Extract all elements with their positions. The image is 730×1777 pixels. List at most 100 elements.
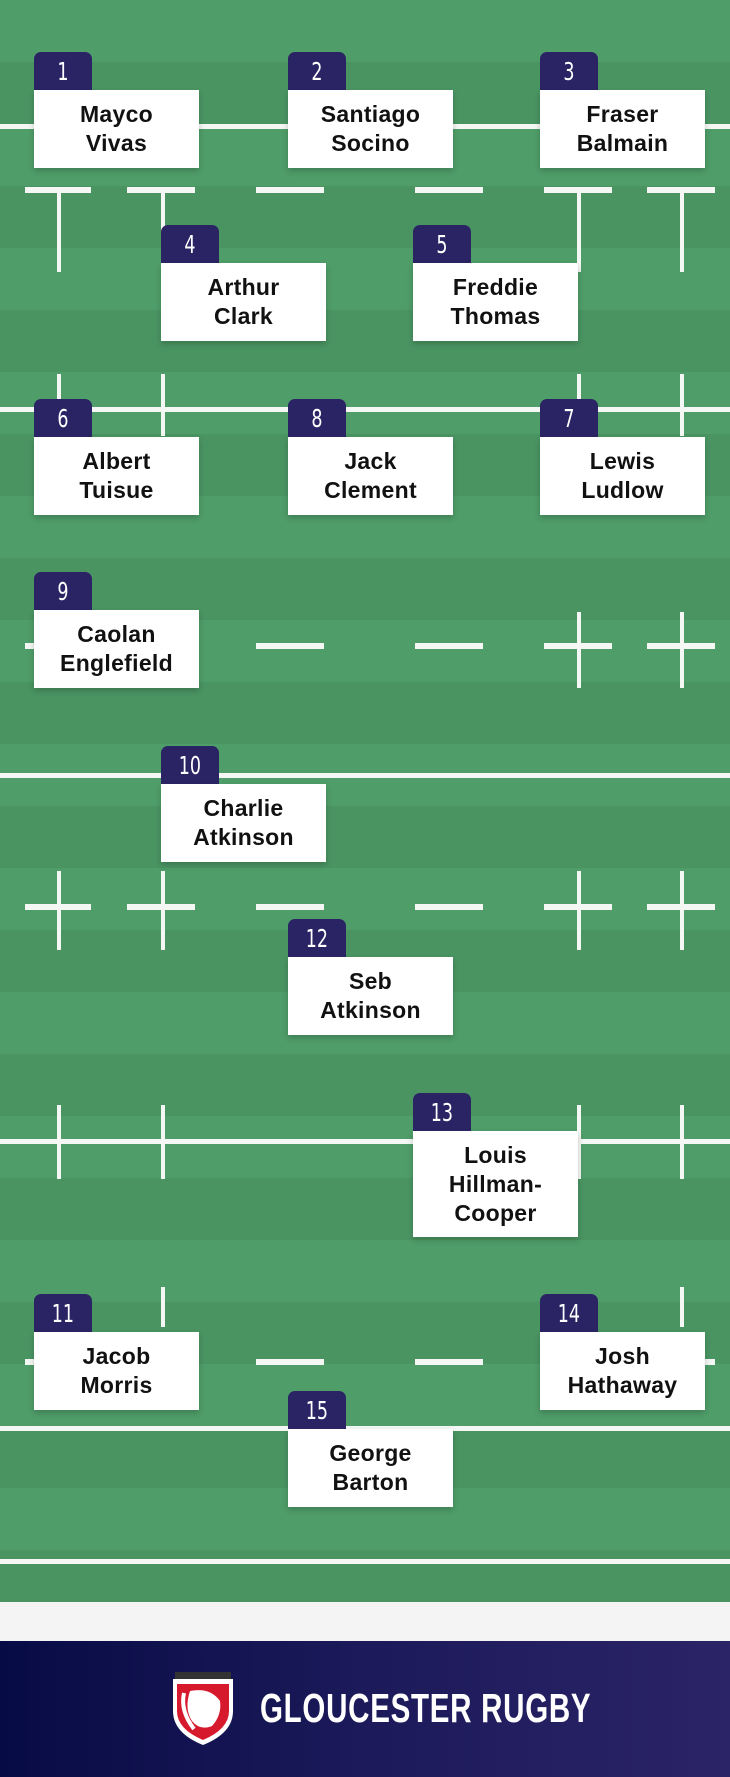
- jersey-number-badge: 12: [288, 919, 346, 957]
- player-name-box: George Barton: [288, 1429, 453, 1507]
- pitch-tick: [161, 1105, 165, 1179]
- player-first-name: Mayco: [79, 101, 154, 127]
- player-name-box: Louis Hillman-Cooper: [413, 1131, 578, 1237]
- brand-name: GLOUCESTER RUGBY: [260, 1685, 592, 1731]
- dashed-line-segment: [415, 1359, 483, 1365]
- pitch-tick: [57, 1105, 61, 1179]
- jersey-number: 8: [311, 404, 323, 433]
- jersey-number: 6: [57, 404, 69, 433]
- player-first-name: Seb: [348, 968, 393, 994]
- player-last-name: Thomas: [450, 303, 541, 329]
- dashed-line-segment: [415, 643, 483, 649]
- pitch-line: [0, 407, 730, 412]
- player-first-name: Lewis: [589, 448, 656, 474]
- player-last-name: Hathaway: [567, 1372, 678, 1398]
- player-last-name: Clark: [213, 303, 274, 329]
- jersey-number: 12: [305, 924, 329, 953]
- pitch-tick: [680, 190, 684, 272]
- player-name-box: Arthur Clark: [161, 263, 326, 341]
- jersey-number: 4: [184, 230, 196, 259]
- player-first-name: Jacob: [82, 1343, 151, 1369]
- player-last-name: Vivas: [85, 130, 148, 156]
- player-first-name: Arthur: [207, 274, 280, 300]
- pitch-tick: [577, 612, 581, 688]
- player-name-box: Jacob Morris: [34, 1332, 199, 1410]
- player-last-name: Tuisue: [79, 477, 154, 503]
- jersey-number-badge: 2: [288, 52, 346, 90]
- player-name-box: Freddie Thomas: [413, 263, 578, 341]
- player-first-name: Caolan: [77, 621, 156, 647]
- player-first-name: Jack: [344, 448, 397, 474]
- jersey-number: 10: [178, 751, 202, 780]
- jersey-number-badge: 15: [288, 1391, 346, 1429]
- jersey-number-badge: 6: [34, 399, 92, 437]
- pitch-tick: [161, 871, 165, 950]
- player-first-name: Albert: [82, 448, 151, 474]
- player-first-name: Josh: [595, 1343, 650, 1369]
- player-name-box: Santiago Socino: [288, 90, 453, 168]
- player-last-name: Clement: [324, 477, 417, 503]
- jersey-number: 1: [57, 57, 69, 86]
- jersey-number: 5: [436, 230, 448, 259]
- player-name-box: Caolan Englefield: [34, 610, 199, 688]
- pitch-tick: [161, 374, 165, 436]
- jersey-number-badge: 8: [288, 399, 346, 437]
- dashed-line-segment: [256, 643, 324, 649]
- dashed-line-segment: [256, 1359, 324, 1365]
- player-first-name: Fraser: [586, 101, 659, 127]
- pitch-tick: [577, 1105, 581, 1179]
- player-name-box: Charlie Atkinson: [161, 784, 326, 862]
- jersey-number-badge: 1: [34, 52, 92, 90]
- pitch-line: [0, 1426, 730, 1431]
- jersey-number: 15: [305, 1396, 329, 1425]
- pitch-tick: [57, 190, 61, 272]
- jersey-number: 3: [563, 57, 575, 86]
- dashed-line-segment: [415, 904, 483, 910]
- jersey-number: 2: [311, 57, 323, 86]
- player-last-name: Morris: [80, 1372, 153, 1398]
- jersey-number: 13: [430, 1098, 454, 1127]
- jersey-number: 11: [51, 1299, 75, 1328]
- jersey-number-badge: 7: [540, 399, 598, 437]
- player-first-name: Charlie: [203, 795, 284, 821]
- pitch-line: [0, 773, 730, 778]
- player-last-name: Atkinson: [320, 997, 421, 1023]
- pitch-tick: [680, 612, 684, 688]
- pitch-tick: [680, 871, 684, 950]
- player-last-name: Balmain: [576, 130, 669, 156]
- dashed-line-segment: [256, 904, 324, 910]
- pitch-tick: [680, 1287, 684, 1327]
- jersey-number-badge: 5: [413, 225, 471, 263]
- player-last-name: Barton: [332, 1469, 409, 1495]
- player-first-name: George: [329, 1440, 412, 1466]
- jersey-number: 14: [557, 1299, 581, 1328]
- gloucester-crest-logo: [173, 1672, 233, 1745]
- pitch-tick: [57, 871, 61, 950]
- pitch-tick: [680, 374, 684, 436]
- pitch-tick: [577, 871, 581, 950]
- jersey-number-badge: 14: [540, 1294, 598, 1332]
- pitch-line: [0, 1139, 730, 1144]
- jersey-number-badge: 3: [540, 52, 598, 90]
- player-name-box: Josh Hathaway: [540, 1332, 705, 1410]
- pitch-tick: [680, 1105, 684, 1179]
- pitch-tick: [161, 1287, 165, 1327]
- jersey-number: 7: [563, 404, 575, 433]
- pitch-tick: [577, 190, 581, 272]
- jersey-number-badge: 10: [161, 746, 219, 784]
- player-name-box: Mayco Vivas: [34, 90, 199, 168]
- dashed-line-segment: [256, 187, 324, 193]
- player-name-box: Seb Atkinson: [288, 957, 453, 1035]
- player-name-box: Fraser Balmain: [540, 90, 705, 168]
- dead-ball-line: [0, 1559, 730, 1564]
- jersey-number-badge: 4: [161, 225, 219, 263]
- player-last-name: Ludlow: [581, 477, 664, 503]
- player-first-name: Santiago: [320, 101, 421, 127]
- player-first-name: Freddie: [452, 274, 539, 300]
- player-last-name-cont: Cooper: [454, 1199, 537, 1226]
- player-last-name: Socino: [331, 130, 410, 156]
- jersey-number: 9: [57, 577, 69, 606]
- dashed-line-segment: [415, 187, 483, 193]
- jersey-number-badge: 9: [34, 572, 92, 610]
- player-first-name: Louis: [464, 1141, 527, 1168]
